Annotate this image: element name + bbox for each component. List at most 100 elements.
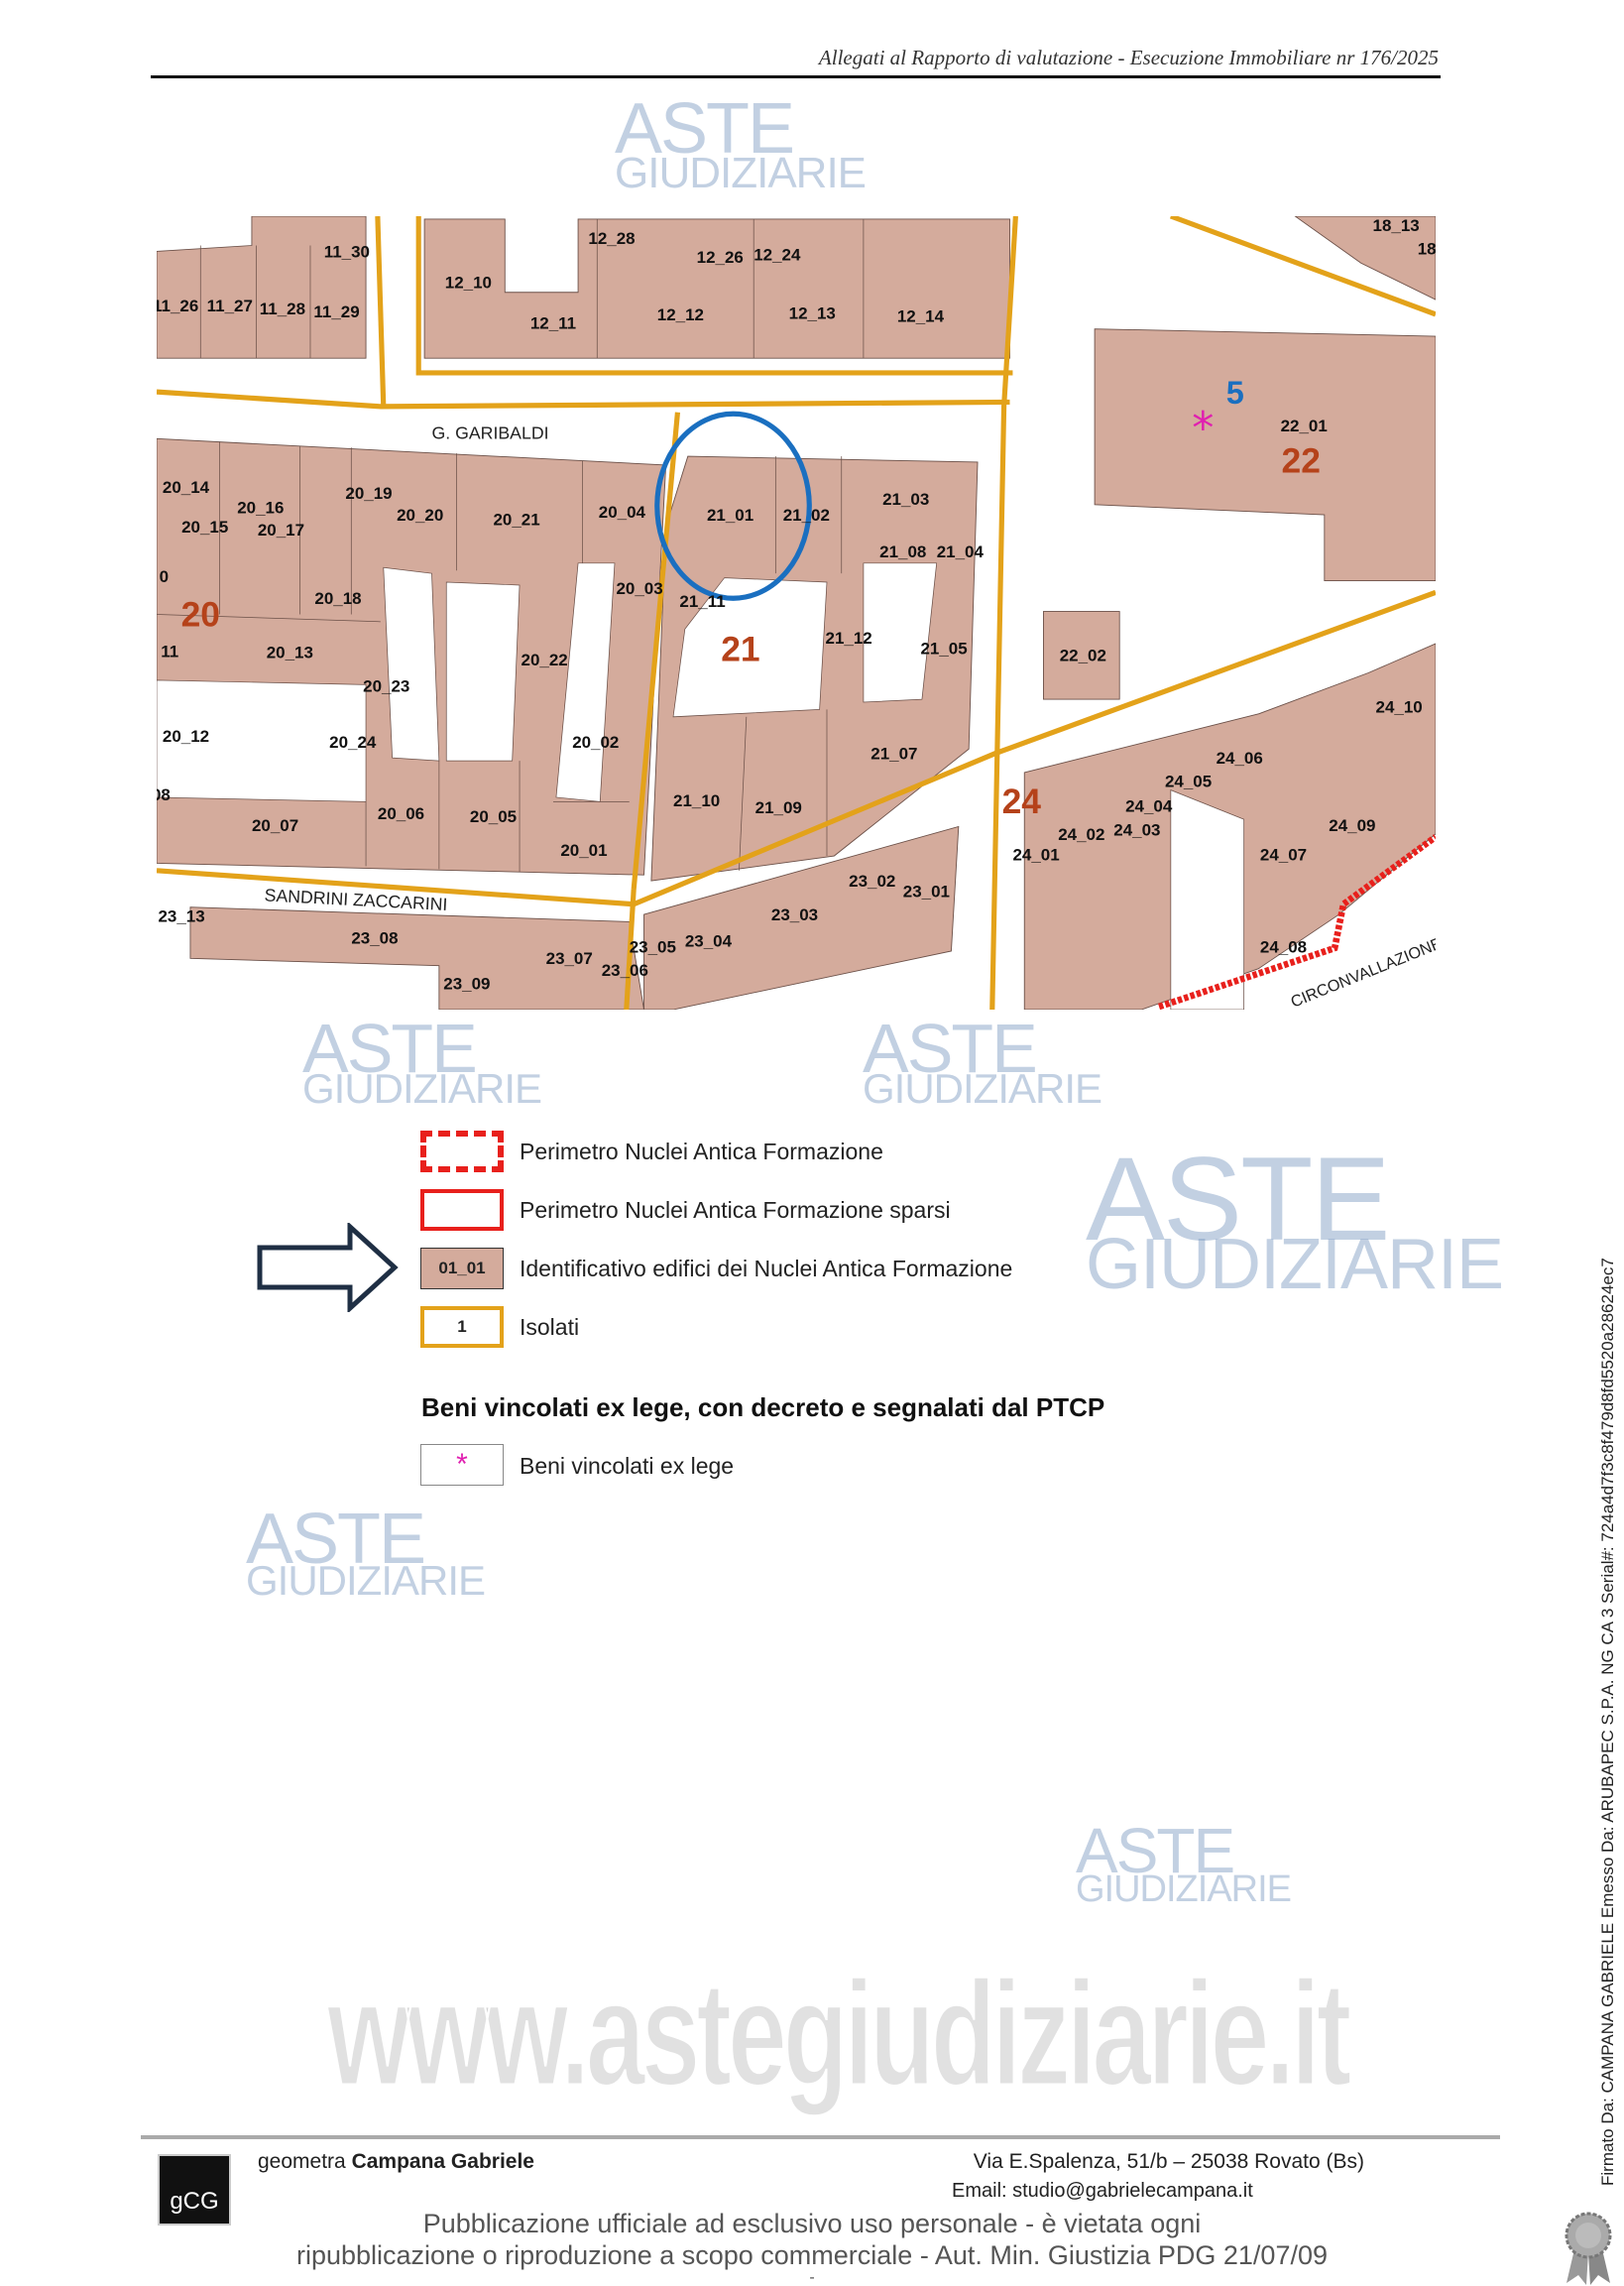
building-label: 11_26 bbox=[157, 297, 198, 315]
building-label: 23_08 bbox=[351, 929, 398, 948]
building-label: 23_05 bbox=[630, 937, 676, 956]
legend-heading: Beni vincolati ex lege, con decreto e se… bbox=[421, 1392, 1105, 1422]
building-label: 24_09 bbox=[1329, 816, 1375, 835]
street-circonvallazione: CIRCONVALLAZIONE bbox=[1288, 934, 1436, 1010]
block-22 bbox=[1094, 328, 1436, 581]
building-label: 23_06 bbox=[602, 961, 648, 980]
watermark-site: www.astegiudiziarie.it bbox=[326, 1950, 1353, 2116]
footer-address: Via E.Spalenza, 51/b – 25038 Rovato (Bs) bbox=[973, 2150, 1364, 2173]
legend-symbol-beni: * bbox=[420, 1444, 504, 1486]
legend-label-perimetro: Perimetro Nuclei Antica Formazione bbox=[520, 1139, 883, 1164]
building-label: 11_30 bbox=[324, 242, 370, 261]
block-12 bbox=[423, 218, 1010, 359]
building-label: 23_02 bbox=[849, 872, 895, 891]
building-label: 21_12 bbox=[826, 629, 872, 648]
building-label: 21_01 bbox=[707, 506, 754, 525]
legend-symbol-isolati: 1 bbox=[420, 1306, 504, 1348]
building-label: 18 bbox=[1418, 239, 1436, 258]
building-label: 21_10 bbox=[673, 791, 720, 810]
isolato-number: 24 bbox=[1002, 782, 1042, 821]
footer-email: Email: studio@gabrielecampana.it bbox=[952, 2180, 1253, 2202]
building-label: 12_12 bbox=[657, 305, 704, 324]
block-23-east bbox=[643, 825, 960, 1010]
isolato-labels: 20 21 22 24 bbox=[181, 440, 1321, 821]
building-label: 21_07 bbox=[870, 745, 917, 764]
building-label: 12_10 bbox=[445, 273, 492, 292]
page-dash: - bbox=[809, 2269, 815, 2286]
building-label: 11_28 bbox=[260, 300, 305, 318]
building-label: 20_22 bbox=[522, 651, 568, 669]
building-label: 20_01 bbox=[560, 841, 607, 860]
publication-notice-1: Pubblicazione ufficiale ad esclusivo uso… bbox=[422, 2209, 1202, 2238]
highlight-ellipse bbox=[654, 411, 812, 601]
building-label: 23_13 bbox=[158, 906, 204, 925]
building-label: 22_02 bbox=[1060, 647, 1106, 665]
footer-divider bbox=[141, 2135, 1500, 2139]
building-label: 08 bbox=[157, 785, 171, 804]
building-label: 20_07 bbox=[252, 816, 298, 835]
author-name: Campana Gabriele bbox=[351, 2150, 534, 2173]
building-label: 20_05 bbox=[470, 807, 517, 826]
building-label: 24_07 bbox=[1260, 845, 1307, 864]
building-label: 12_28 bbox=[588, 229, 635, 248]
building-label: 20_06 bbox=[378, 804, 424, 823]
building-label: 21_08 bbox=[879, 542, 926, 561]
legend-label-perimetro-sparsi: Perimetro Nuclei Antica Formazione spars… bbox=[520, 1197, 951, 1223]
seal-ribbon-icon bbox=[1565, 2212, 1612, 2285]
building-label: 21_02 bbox=[783, 506, 830, 525]
building-dividers bbox=[157, 218, 865, 873]
building-label: 20_03 bbox=[616, 579, 662, 598]
building-label: 23_04 bbox=[685, 932, 733, 951]
courtyards bbox=[157, 562, 1245, 1010]
building-label: 20_24 bbox=[329, 733, 377, 752]
building-label: 20_19 bbox=[345, 484, 392, 503]
isolati-boundaries bbox=[157, 216, 1436, 1010]
building-label: 22_01 bbox=[1281, 417, 1328, 435]
legend-label-identificativo: Identificativo edifici dei Nuclei Antica… bbox=[520, 1256, 1013, 1281]
header-divider bbox=[151, 75, 1441, 78]
building-label: 23_01 bbox=[903, 882, 950, 901]
building-label: 20_21 bbox=[493, 510, 539, 529]
building-label: 12_13 bbox=[789, 303, 836, 322]
building-label: 11_27 bbox=[207, 297, 253, 315]
legend-symbol-identificativo: 01_01 bbox=[420, 1248, 504, 1289]
building-label: 18_13 bbox=[1373, 216, 1420, 235]
special-number-label: 5 bbox=[1226, 375, 1244, 411]
building-label: 11_29 bbox=[313, 302, 359, 321]
building-label: 21_04 bbox=[937, 542, 985, 561]
company-logo: gCG bbox=[158, 2154, 231, 2226]
building-label: 23_03 bbox=[771, 905, 818, 924]
building-22-02 bbox=[1042, 611, 1120, 700]
building-label: 20_20 bbox=[397, 506, 443, 525]
building-label: 20_23 bbox=[363, 677, 409, 696]
arrow-right-icon bbox=[257, 1223, 399, 1312]
legend-symbol-perimetro bbox=[420, 1131, 504, 1172]
building-label: 24_08 bbox=[1260, 937, 1307, 956]
publication-notice-2: ripubblicazione o riproduzione a scopo c… bbox=[295, 2240, 1328, 2270]
legend-label-isolati: Isolati bbox=[520, 1314, 580, 1340]
author-prefix: geometra bbox=[258, 2150, 352, 2173]
legend-label-beni: Beni vincolati ex lege bbox=[520, 1453, 735, 1479]
building-label: 24_05 bbox=[1165, 773, 1212, 791]
building-label: 12_11 bbox=[530, 314, 576, 333]
isolato-number: 20 bbox=[181, 594, 220, 634]
building-label: 21_03 bbox=[882, 490, 929, 509]
building-label: 20_16 bbox=[237, 499, 284, 518]
building-label: 21_05 bbox=[920, 639, 967, 658]
building-label: 24_04 bbox=[1125, 797, 1173, 816]
building-label: 24_03 bbox=[1113, 820, 1160, 839]
isolato-number: 22 bbox=[1282, 440, 1321, 480]
street-garibaldi: G. GARIBALDI bbox=[431, 422, 548, 442]
building-label: 21_09 bbox=[755, 798, 802, 817]
building-label: 20_17 bbox=[258, 521, 304, 540]
building-label: 20_15 bbox=[181, 518, 228, 537]
isolato-number: 21 bbox=[721, 630, 759, 669]
